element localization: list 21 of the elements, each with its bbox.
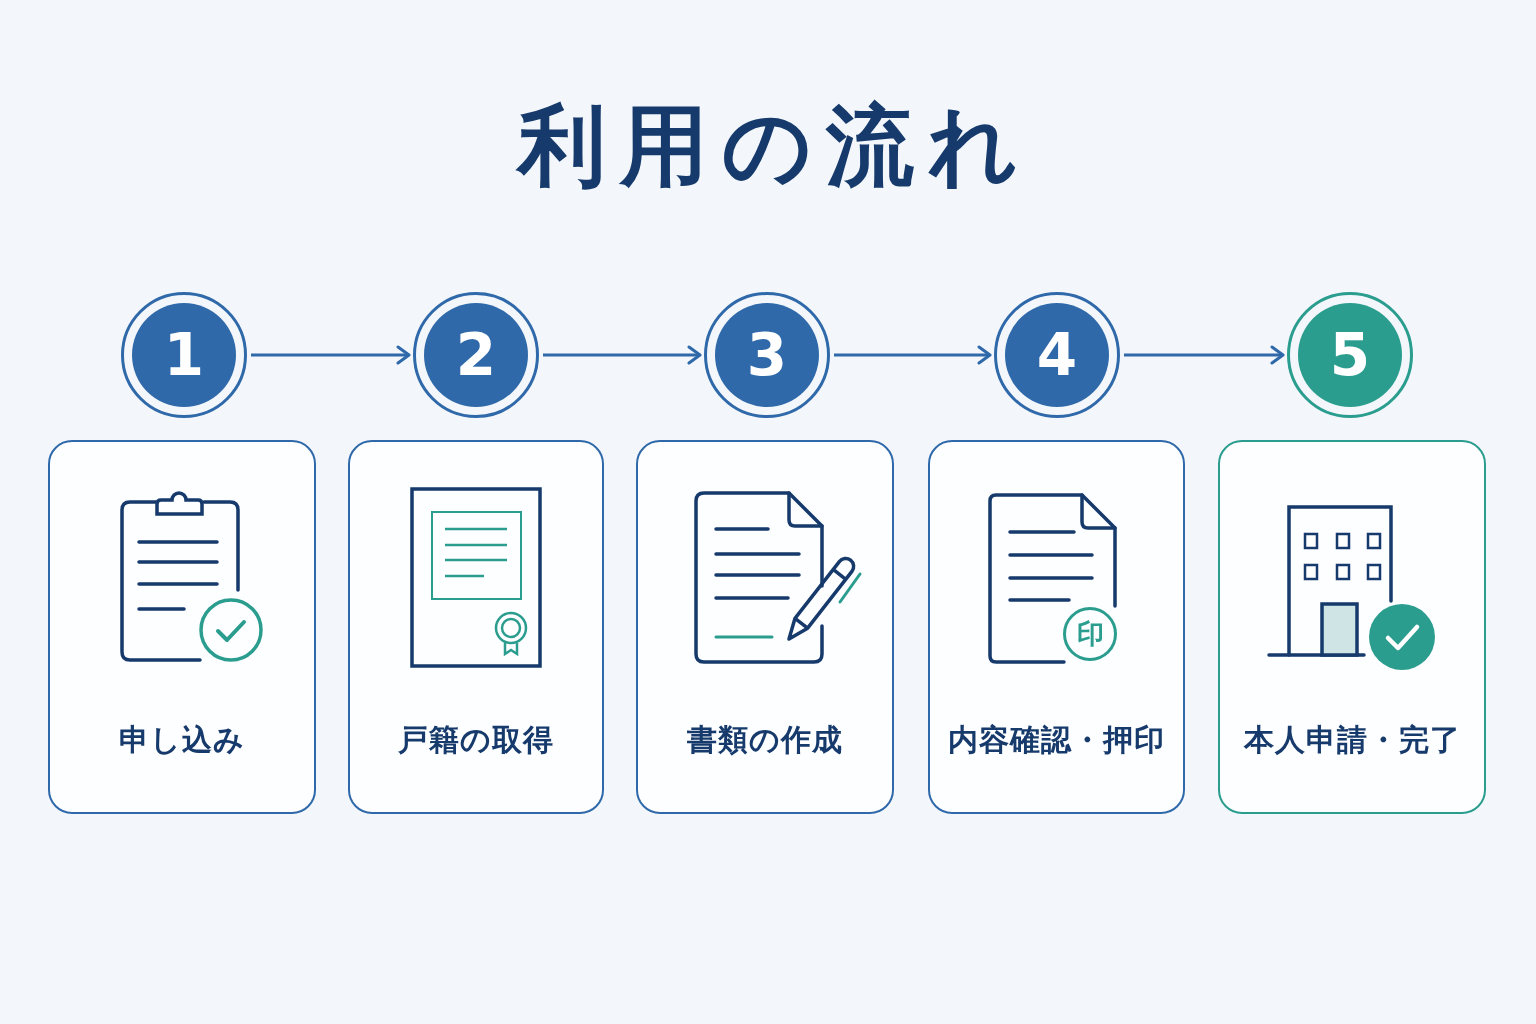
step-card: [1218, 440, 1486, 814]
step-number-circle: 2: [413, 292, 539, 418]
title: 利用の流れ: [504, 86, 1032, 206]
arrow: [543, 345, 702, 365]
seal-stamp: 印: [1063, 607, 1117, 661]
step-card: [636, 440, 894, 814]
step-label: 戸籍の取得: [397, 721, 555, 759]
step-label: 本人申請・完了: [1242, 721, 1462, 759]
step-card: [48, 440, 316, 814]
step-number-circle: 4: [994, 292, 1120, 418]
step-number-circle: 5: [1287, 292, 1413, 418]
step-label: 書類の作成: [686, 721, 844, 759]
step-number-circle: 1: [121, 292, 247, 418]
step-label: 申し込み: [118, 721, 246, 759]
arrow: [834, 345, 992, 365]
arrow: [251, 345, 411, 365]
step-label: 内容確認・押印: [947, 721, 1166, 759]
step-number-circle: 3: [704, 292, 830, 418]
step-card: [348, 440, 604, 814]
arrow: [1124, 345, 1285, 365]
step-card: [928, 440, 1185, 814]
